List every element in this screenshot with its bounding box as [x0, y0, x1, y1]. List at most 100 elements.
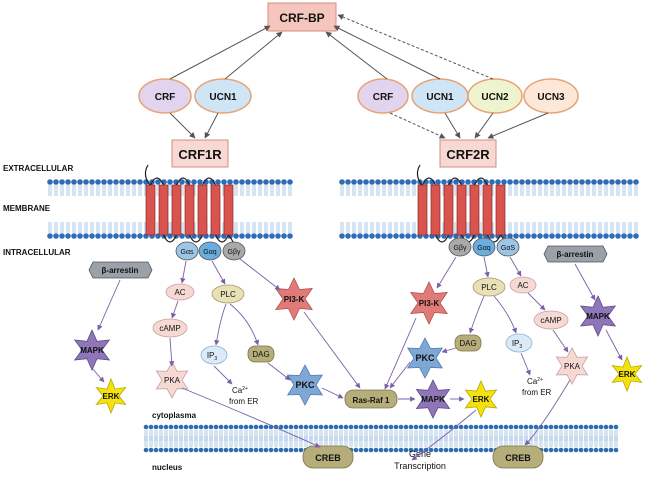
- left-ac-label: AC: [174, 288, 185, 297]
- crf2r-label-box: [439, 139, 497, 168]
- ligand-crf-left: [138, 78, 192, 114]
- right-mapk-label: MAPK: [586, 312, 610, 321]
- left-camp-label: cAMP: [159, 324, 180, 333]
- left-ip3-sub: 3: [214, 356, 217, 362]
- right-g-proteins: [448, 237, 520, 257]
- right-ip3-node: [505, 333, 533, 353]
- right-barrestin-label: β-arrestin: [557, 250, 594, 259]
- right-pi3k-label: PI3-K: [419, 299, 440, 308]
- ras-raf-label: Ras-Raf 1: [353, 396, 390, 405]
- ras-raf-node: [344, 389, 398, 409]
- left-mapk-label: MAPK: [80, 346, 104, 355]
- left-ip3-node: [200, 345, 228, 365]
- creb-right-node: [492, 445, 544, 469]
- center-erk-label: ERK: [473, 395, 490, 404]
- center-erk-star: [464, 380, 498, 418]
- right-ac-label: AC: [517, 281, 528, 290]
- ligand-ucn1-left: [194, 78, 252, 114]
- gene-line2: Transcription: [394, 461, 446, 471]
- right-dag-node: [454, 334, 482, 352]
- crf1r-label-box: [171, 139, 229, 168]
- cytoplasma-label: cytoplasma: [152, 411, 197, 420]
- ligand-crf-right-label: CRF: [373, 92, 394, 103]
- ligand-ucn3-right-label: UCN3: [537, 92, 565, 103]
- right-dag-label: DAG: [459, 339, 476, 348]
- right-ca-text: Ca2+: [527, 377, 543, 386]
- right-ip3-main: IP: [512, 339, 520, 348]
- crf2r-label: CRF2R: [446, 147, 490, 162]
- left-plc-label: PLC: [220, 290, 236, 299]
- left-ca-main: Ca: [232, 386, 243, 395]
- right-erk-label: ERK: [619, 370, 636, 379]
- creb-left-node: [302, 445, 354, 469]
- left-pka-star: [155, 361, 189, 399]
- left-pkc-label: PKC: [295, 380, 315, 390]
- left-ca-sup: 2+: [242, 386, 248, 392]
- right-ca-from: from ER: [522, 388, 552, 397]
- right-erk-star: [611, 355, 643, 393]
- right-gq-label: Gαq: [477, 245, 490, 252]
- plasma-membrane-right: [339, 179, 639, 239]
- right-gbg-label: Gβγ: [454, 245, 467, 252]
- crf2r-receptor-body: [416, 164, 507, 257]
- zone-extracellular: EXTRACELLULAR: [3, 164, 73, 173]
- right-ip3-sub: 3: [519, 344, 522, 350]
- nucleus-label: nucleus: [152, 463, 183, 472]
- zone-membrane: MEMBRANE: [3, 204, 51, 213]
- ligand-ucn2-right: [467, 78, 523, 114]
- left-ca-text: Ca2+: [232, 386, 248, 395]
- left-pi3k-label: PI3-K: [284, 295, 305, 304]
- right-pka-star: [555, 347, 589, 385]
- right-camp-label: cAMP: [540, 316, 561, 325]
- center-mapk-star: [415, 379, 451, 419]
- left-erk-label: ERK: [103, 392, 120, 401]
- ligand-crf-left-label: CRF: [155, 92, 176, 103]
- left-dag-node: [247, 345, 275, 363]
- creb-right-label: CREB: [505, 453, 531, 463]
- ligand-ucn2-right-label: UCN2: [481, 92, 509, 103]
- right-pkc-label: PKC: [415, 353, 435, 363]
- right-gs-label: GαS: [501, 245, 515, 252]
- left-ip3-main: IP: [207, 351, 215, 360]
- right-barrestin-shape: [543, 245, 608, 263]
- crf-bp-label: CRF-BP: [279, 11, 324, 25]
- left-ac-node: [165, 283, 195, 301]
- ligand-ucn1-right-label: UCN1: [426, 92, 454, 103]
- right-ca-sup: 2+: [537, 377, 543, 383]
- ligand-ucn3-right: [523, 78, 579, 114]
- right-pkc-star: [406, 337, 444, 379]
- left-dag-label: DAG: [252, 350, 269, 359]
- crf1r-receptor-body: [144, 164, 235, 257]
- right-ca-main: Ca: [527, 377, 538, 386]
- left-barrestin-label: β-arrestin: [102, 266, 139, 275]
- left-ip3-label: IP3: [207, 351, 218, 362]
- left-gq-label: Gαq: [203, 249, 216, 256]
- center-mapk-label: MAPK: [421, 395, 445, 404]
- left-erk-star: [95, 377, 127, 415]
- nuclear-membrane: [143, 424, 619, 453]
- right-plc-node: [472, 277, 506, 297]
- ligand-to-receptor-arrows: [169, 112, 549, 139]
- left-barrestin-shape: [88, 261, 153, 279]
- ligand-ucn1-left-label: UCN1: [209, 92, 237, 103]
- left-camp-node: [152, 318, 188, 338]
- right-camp-node: [533, 310, 569, 330]
- crf-bp-box: [267, 2, 337, 32]
- plasma-membrane-left: [47, 179, 293, 239]
- right-pi3k-star: [409, 281, 449, 325]
- pathway-arrows: [91, 256, 623, 461]
- creb-left-label: CREB: [315, 453, 341, 463]
- right-ac-node: [509, 276, 537, 294]
- crf1r-label: CRF1R: [178, 147, 222, 162]
- right-plc-label: PLC: [481, 283, 497, 292]
- left-gs-label: Gαs: [181, 249, 194, 256]
- ligand-to-crfbp-arrows: [169, 14, 494, 80]
- right-ip3-label: IP3: [512, 339, 523, 350]
- right-mapk-star: [579, 295, 617, 337]
- left-mapk-star: [73, 329, 111, 371]
- left-plc-node: [211, 284, 245, 304]
- left-ca-from: from ER: [229, 397, 259, 406]
- right-pka-label: PKA: [564, 362, 581, 371]
- ligand-crf-right: [357, 78, 409, 114]
